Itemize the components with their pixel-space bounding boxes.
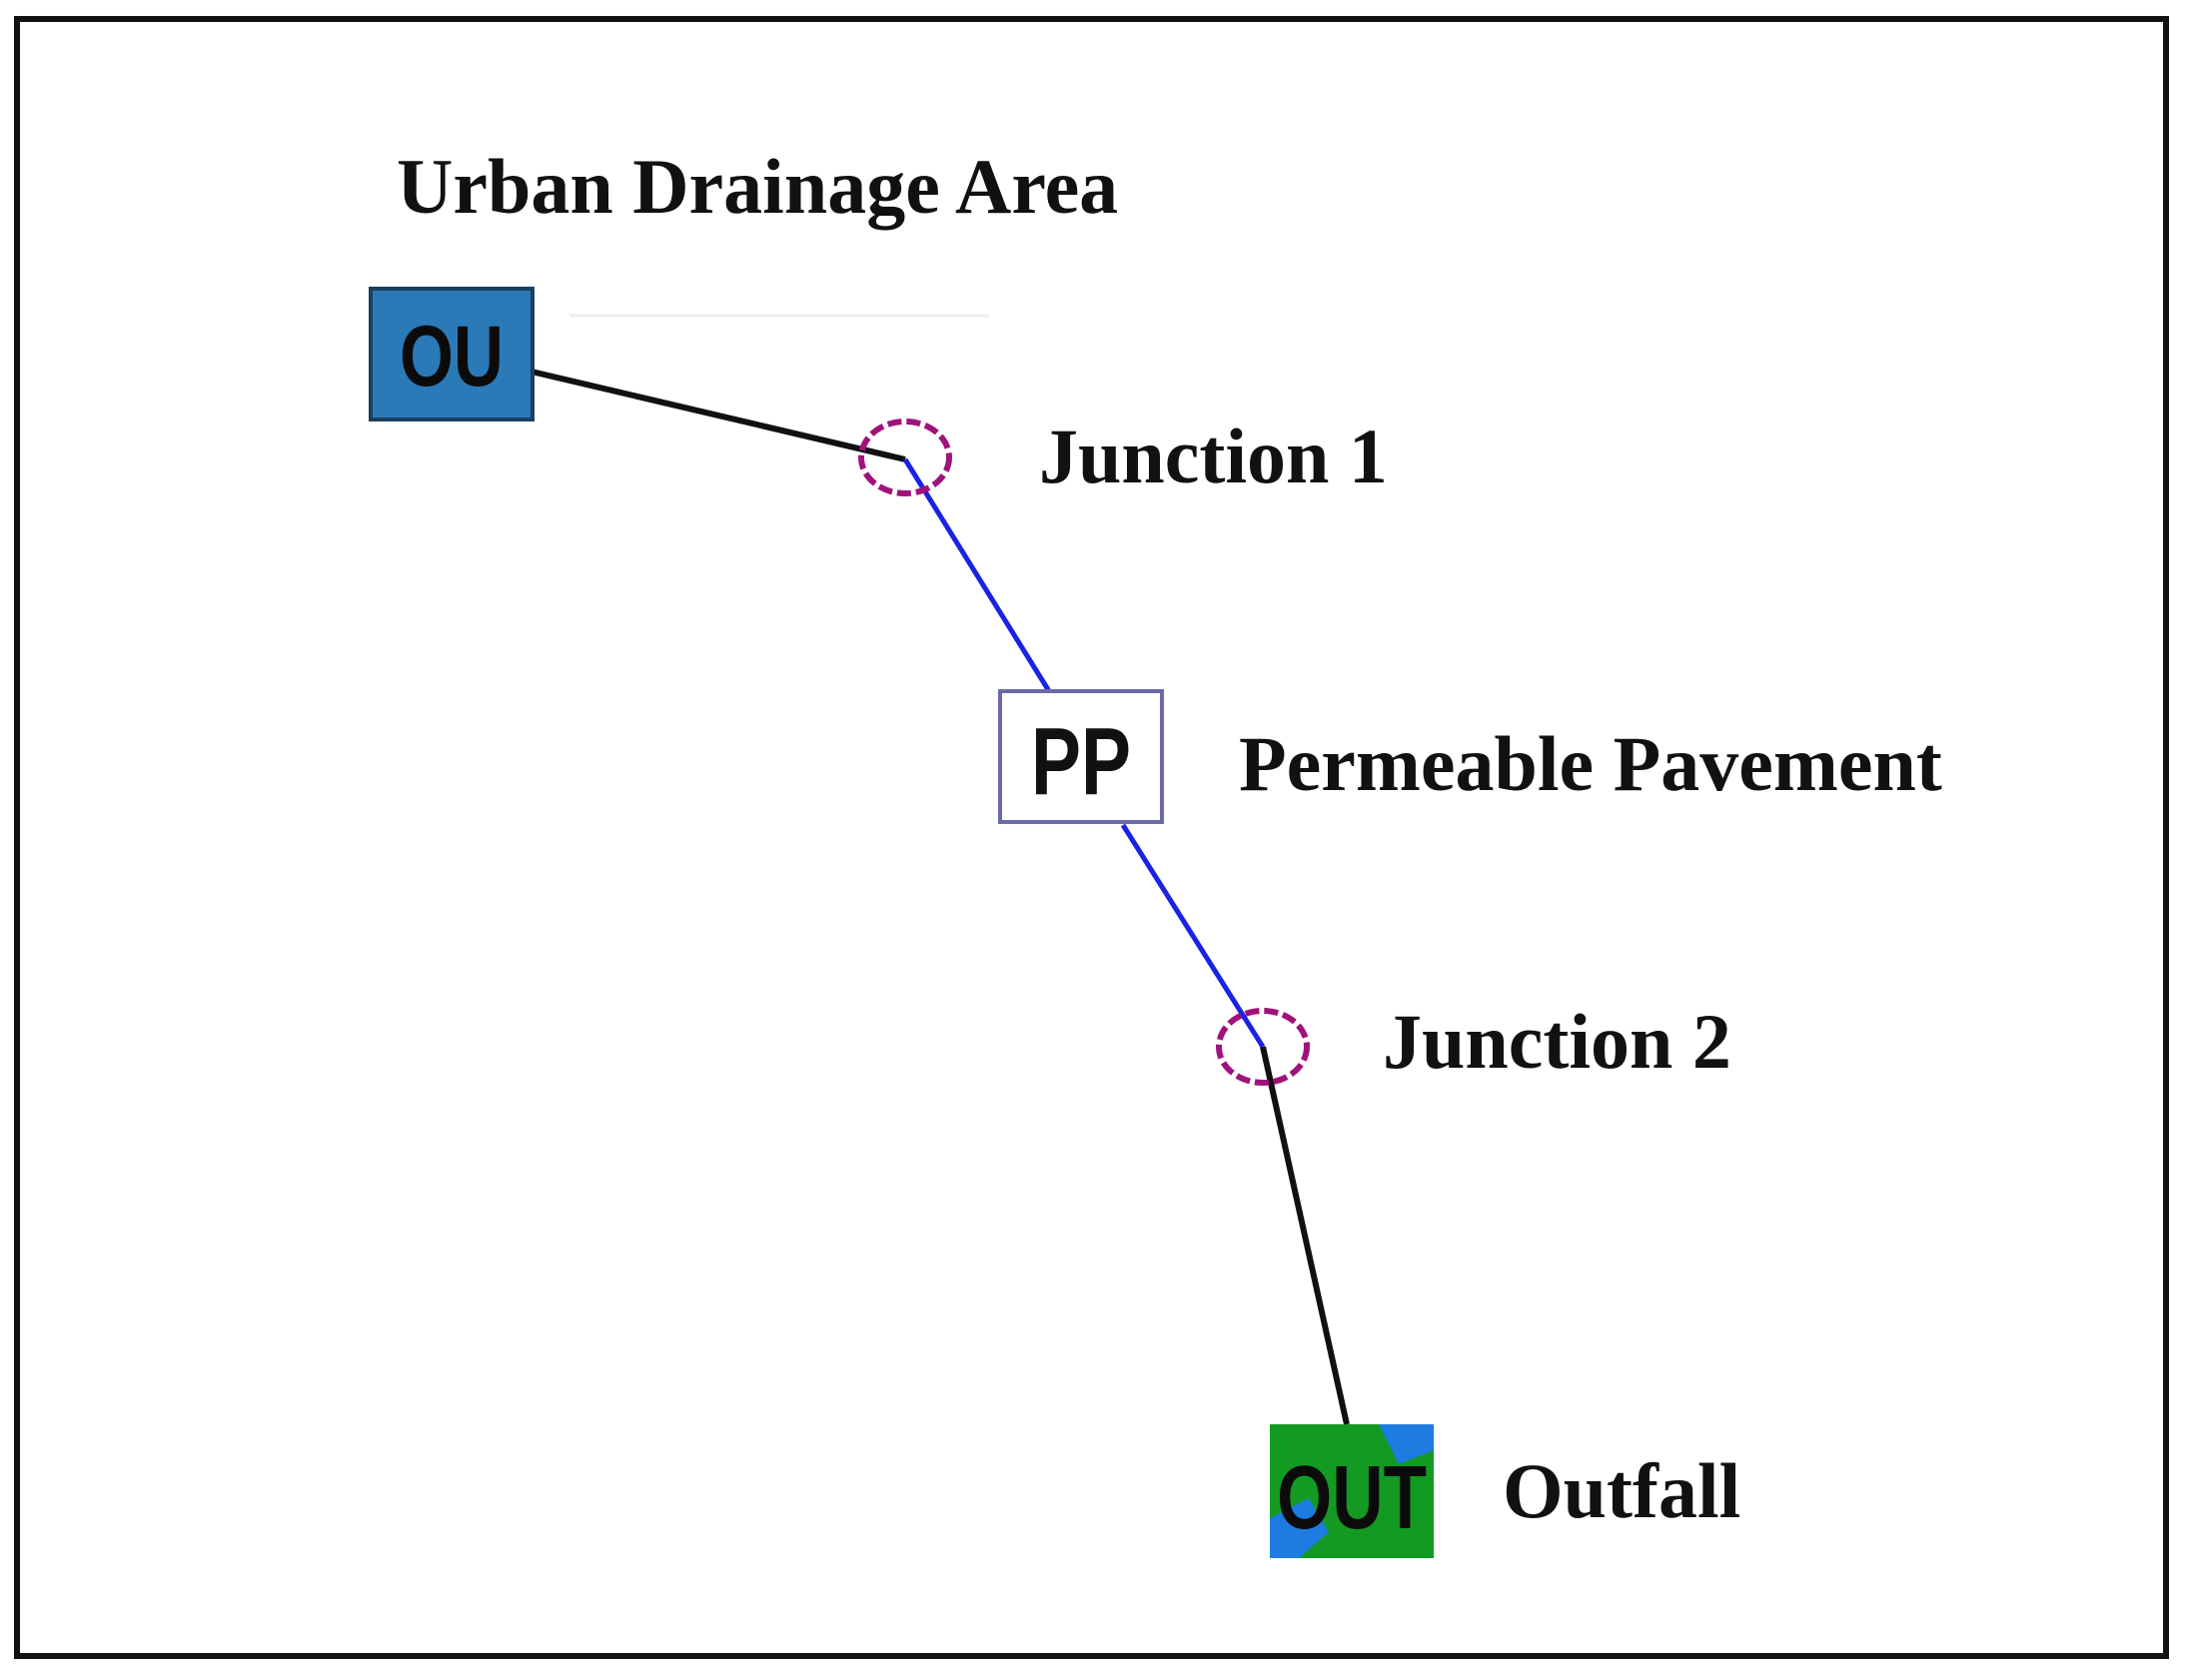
- outfall-node-text: OUT: [1277, 1448, 1427, 1548]
- pp-node-text: PP: [1031, 708, 1131, 815]
- subcatchment-node[interactable]: OU: [369, 287, 535, 421]
- conduit-junction1-pp[interactable]: [902, 457, 1052, 693]
- junction-2-node[interactable]: [1216, 1008, 1310, 1086]
- outfall-accent-bottom: [1270, 1498, 1329, 1558]
- label-junction-2: Junction 2: [1383, 998, 1731, 1085]
- conduit-pp-junction2[interactable]: [1120, 823, 1266, 1049]
- outfall-accent-top: [1379, 1424, 1434, 1464]
- label-outfall: Outfall: [1503, 1447, 1741, 1534]
- outfall-node[interactable]: OUT: [1270, 1424, 1434, 1558]
- label-urban-drainage-area: Urban Drainage Area: [397, 143, 1119, 230]
- permeable-pavement-node[interactable]: PP: [998, 689, 1164, 824]
- label-permeable-pavement: Permeable Pavement: [1239, 720, 1942, 807]
- label-junction-1: Junction 1: [1039, 413, 1388, 499]
- conduit-subcatchment-junction1[interactable]: [531, 369, 906, 462]
- junction-1-node[interactable]: [858, 419, 952, 496]
- subcatchment-node-text: OU: [400, 309, 504, 405]
- conduit-junction2-outfall[interactable]: [1260, 1046, 1350, 1425]
